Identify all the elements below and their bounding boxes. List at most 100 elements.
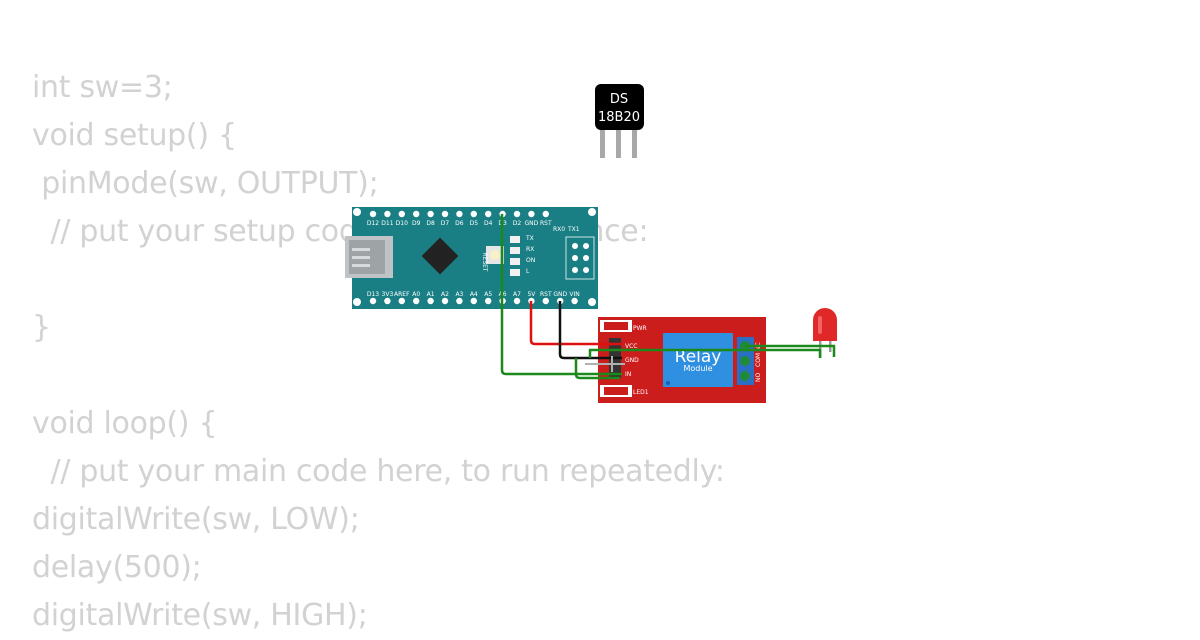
relay-title: Relay bbox=[675, 347, 722, 367]
pin-hole[interactable] bbox=[542, 210, 549, 218]
terminal-label: COM bbox=[755, 353, 762, 367]
pin-label: D7 bbox=[441, 220, 450, 227]
microcontroller-chip bbox=[421, 237, 459, 275]
usb-connector bbox=[345, 236, 393, 278]
code-line: digitalWrite(sw, HIGH); bbox=[32, 598, 368, 633]
pin-hole[interactable] bbox=[384, 210, 391, 218]
mounting-hole bbox=[353, 208, 361, 216]
sensor-label-line2: 18B20 bbox=[598, 110, 640, 125]
pin-hole[interactable] bbox=[441, 210, 449, 218]
pin-hole[interactable] bbox=[369, 210, 377, 218]
led-dome bbox=[813, 308, 837, 341]
code-listing: int sw=3; void setup() { pinMode(sw, OUTP… bbox=[32, 64, 725, 640]
pin-hole[interactable] bbox=[456, 297, 463, 305]
pin-label: AREF bbox=[394, 291, 410, 298]
pin-label: D10 bbox=[396, 220, 408, 227]
pin-hole[interactable] bbox=[513, 297, 521, 305]
code-line: pinMode(sw, OUTPUT); bbox=[32, 166, 379, 201]
led-label: RX bbox=[526, 246, 534, 253]
pin-label: D13 bbox=[367, 291, 379, 298]
pin-label: A3 bbox=[455, 291, 463, 298]
pwr-label: PWR bbox=[633, 325, 647, 332]
sensor-label-line1: DS bbox=[610, 92, 628, 107]
pin-label: A1 bbox=[427, 291, 435, 298]
icsp-header: RX0 TX1 bbox=[553, 226, 595, 280]
sensor-body bbox=[595, 84, 644, 130]
pin-label: VIN bbox=[569, 291, 579, 298]
pin-hole[interactable] bbox=[427, 210, 434, 218]
wire-gnd[interactable] bbox=[558, 301, 622, 360]
pin-label: A0 bbox=[412, 291, 420, 298]
pwr-led bbox=[604, 322, 628, 330]
pin-label: A5 bbox=[484, 291, 492, 298]
pin-hole[interactable] bbox=[485, 210, 492, 218]
pin-hole[interactable] bbox=[456, 210, 463, 218]
relay-dot bbox=[666, 381, 670, 385]
code-line: digitalWrite(sw, LOW); bbox=[32, 502, 360, 537]
pin-hole[interactable] bbox=[470, 210, 477, 218]
pin-label: D5 bbox=[470, 220, 479, 227]
pin-label: RST bbox=[540, 220, 552, 227]
relay-subtitle: Module bbox=[683, 364, 712, 373]
code-line: } bbox=[32, 310, 51, 345]
relay-block bbox=[663, 333, 733, 387]
reset-label: RESET bbox=[481, 252, 488, 272]
terminal-screw bbox=[740, 356, 750, 366]
pin-hole[interactable] bbox=[427, 297, 434, 305]
mounting-hole bbox=[588, 208, 596, 216]
relay-pin-label: IN bbox=[625, 371, 631, 378]
code-line: int sw=3; bbox=[32, 70, 173, 105]
pin-label: D6 bbox=[455, 220, 464, 227]
mounting-hole bbox=[588, 298, 596, 306]
led-label: L bbox=[526, 268, 530, 275]
led-label: TX bbox=[525, 235, 534, 242]
wire-led-return[interactable] bbox=[574, 358, 620, 380]
code-line: // put your main code here, to run repea… bbox=[32, 454, 725, 489]
pin-label: D8 bbox=[426, 220, 435, 227]
sensor-pin bbox=[632, 128, 637, 158]
pin-hole[interactable] bbox=[398, 297, 405, 305]
code-line: void setup() { bbox=[32, 118, 237, 153]
pin-hole[interactable] bbox=[470, 297, 477, 305]
pin-hole[interactable] bbox=[513, 210, 521, 218]
sensor-pin bbox=[616, 128, 621, 158]
pin-hole[interactable] bbox=[441, 297, 449, 305]
pin-label: GND bbox=[553, 291, 567, 298]
relay-module[interactable]: PWR LED1 VCC GND IN Relay Module NO COM … bbox=[598, 317, 766, 403]
sensor-pin bbox=[600, 128, 605, 158]
pin-hole[interactable] bbox=[485, 297, 492, 305]
pin-label: 3V3 bbox=[382, 291, 394, 298]
wire-led-anode[interactable] bbox=[745, 344, 836, 357]
wires bbox=[500, 214, 836, 380]
wire-vcc[interactable] bbox=[529, 301, 622, 346]
led-highlight bbox=[818, 316, 822, 334]
ds18b20-sensor[interactable]: DS 18B20 bbox=[595, 84, 644, 158]
led1 bbox=[604, 387, 628, 395]
pin-label: D9 bbox=[412, 220, 421, 227]
pin-hole[interactable] bbox=[384, 297, 391, 305]
terminal-screw bbox=[740, 371, 750, 381]
pin-label: D12 bbox=[367, 220, 379, 227]
wire-signal[interactable] bbox=[500, 214, 622, 376]
pin-hole[interactable] bbox=[398, 210, 405, 218]
code-line: delay(500); bbox=[32, 550, 202, 585]
pin-label: D11 bbox=[381, 220, 393, 227]
reset-button-cap bbox=[490, 250, 500, 260]
pin-label: D2 bbox=[513, 220, 522, 227]
pin-hole[interactable] bbox=[369, 297, 377, 305]
pin-label: A2 bbox=[441, 291, 449, 298]
pin-hole[interactable] bbox=[571, 297, 578, 305]
pin-hole[interactable] bbox=[413, 210, 420, 218]
pin-label: GND bbox=[525, 220, 539, 227]
pin-hole[interactable] bbox=[542, 297, 549, 305]
pin-label: D4 bbox=[484, 220, 493, 227]
pin-hole[interactable] bbox=[413, 297, 420, 305]
code-line: void loop() { bbox=[32, 406, 218, 441]
pin-label: A7 bbox=[513, 291, 521, 298]
wire-led-cathode[interactable] bbox=[588, 348, 822, 358]
relay-pin-label: GND bbox=[625, 357, 639, 364]
pin-label: A4 bbox=[470, 291, 478, 298]
pin-hole[interactable] bbox=[528, 210, 535, 218]
